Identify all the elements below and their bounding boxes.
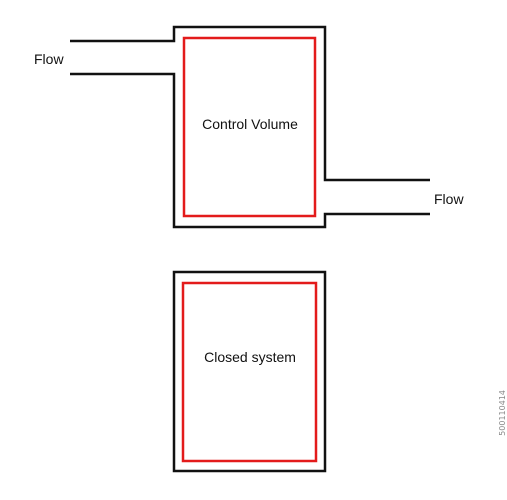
closed-system-label: Closed system <box>204 349 296 365</box>
watermark-id: 500110414 <box>498 390 507 436</box>
flow-out-label: Flow <box>434 191 464 207</box>
control-volume-label: Control Volume <box>202 116 298 132</box>
control-volume-boundary <box>182 36 317 218</box>
flow-in-label: Flow <box>34 51 64 67</box>
open-system-outline <box>70 25 430 229</box>
closed-system-boundary <box>181 281 318 463</box>
closed-system-outline <box>172 270 327 473</box>
